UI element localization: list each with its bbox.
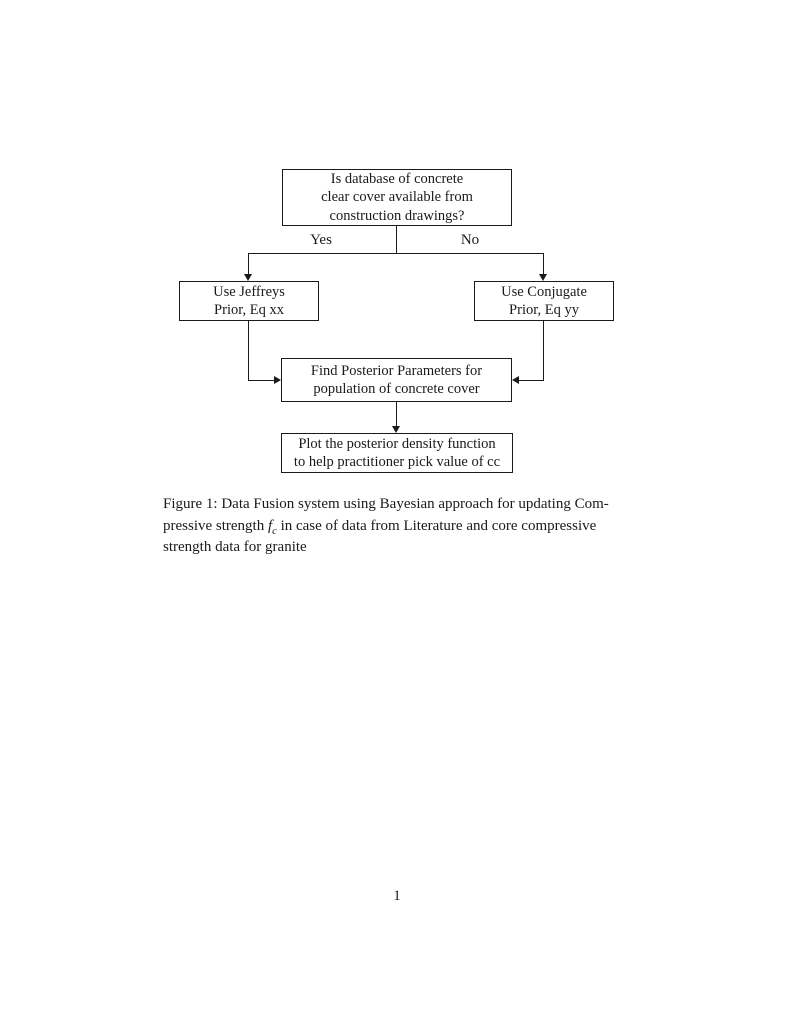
jeffreys-prior-box: Use Jeffreys Prior, Eq xx bbox=[179, 281, 319, 321]
caption-line2-pre: pressive strength bbox=[163, 517, 268, 534]
plot-density-box: Plot the posterior density function to h… bbox=[281, 433, 513, 473]
arrowhead-conjugate-icon bbox=[512, 376, 519, 384]
yes-branch-label: Yes bbox=[310, 232, 332, 248]
connector-conjugate-in bbox=[518, 380, 544, 381]
caption-line3: strength data for granite bbox=[163, 539, 307, 555]
decision-box-line3: construction drawings? bbox=[329, 207, 465, 224]
arrowhead-no-icon bbox=[539, 274, 547, 281]
page-number: 1 bbox=[393, 888, 401, 904]
jeffreys-prior-line1: Use Jeffreys bbox=[213, 283, 285, 300]
conjugate-prior-line2: Prior, Eq yy bbox=[509, 302, 579, 318]
decision-box-line1: Is database of concrete bbox=[330, 170, 464, 187]
connector-conjugate-down bbox=[543, 321, 544, 381]
math-fc-subscript: c bbox=[272, 525, 277, 537]
connector-no-branch bbox=[543, 254, 544, 274]
connector-jeffreys-in bbox=[248, 380, 274, 381]
plot-density-line2: to help practitioner pick value of cc bbox=[293, 454, 501, 470]
arrowhead-jeffreys-icon bbox=[274, 376, 281, 384]
connector-jeffreys-down bbox=[248, 321, 249, 381]
posterior-parameters-box: Find Posterior Parameters for population… bbox=[281, 358, 512, 402]
caption-line1: Figure 1: Data Fusion system using Bayes… bbox=[163, 496, 609, 512]
conjugate-prior-line1: Use Conjugate bbox=[501, 283, 587, 300]
decision-box: Is database of concrete clear cover avai… bbox=[282, 169, 512, 226]
plot-density-line1: Plot the posterior density function bbox=[298, 435, 496, 452]
arrowhead-plot-icon bbox=[392, 426, 400, 433]
caption-line2-post: in case of data from Literature and core… bbox=[276, 517, 597, 534]
decision-box-line2: clear cover available from bbox=[321, 189, 473, 206]
jeffreys-prior-line2: Prior, Eq xx bbox=[214, 302, 284, 318]
no-branch-label: No bbox=[460, 232, 480, 248]
connector-posterior-down bbox=[396, 402, 397, 426]
figure-caption: Figure 1: Data Fusion system using Bayes… bbox=[163, 494, 609, 559]
arrowhead-yes-icon bbox=[244, 274, 252, 281]
caption-line2: pressive strength fc in case of data fro… bbox=[163, 516, 609, 538]
connector-branch-split bbox=[248, 253, 544, 254]
math-fc-variable: f bbox=[267, 517, 273, 534]
connector-decision-stem bbox=[396, 226, 397, 253]
posterior-parameters-line1: Find Posterior Parameters for bbox=[310, 362, 483, 379]
connector-yes-branch bbox=[248, 254, 249, 274]
posterior-parameters-line2: population of concrete cover bbox=[313, 381, 480, 397]
conjugate-prior-box: Use Conjugate Prior, Eq yy bbox=[474, 281, 614, 321]
